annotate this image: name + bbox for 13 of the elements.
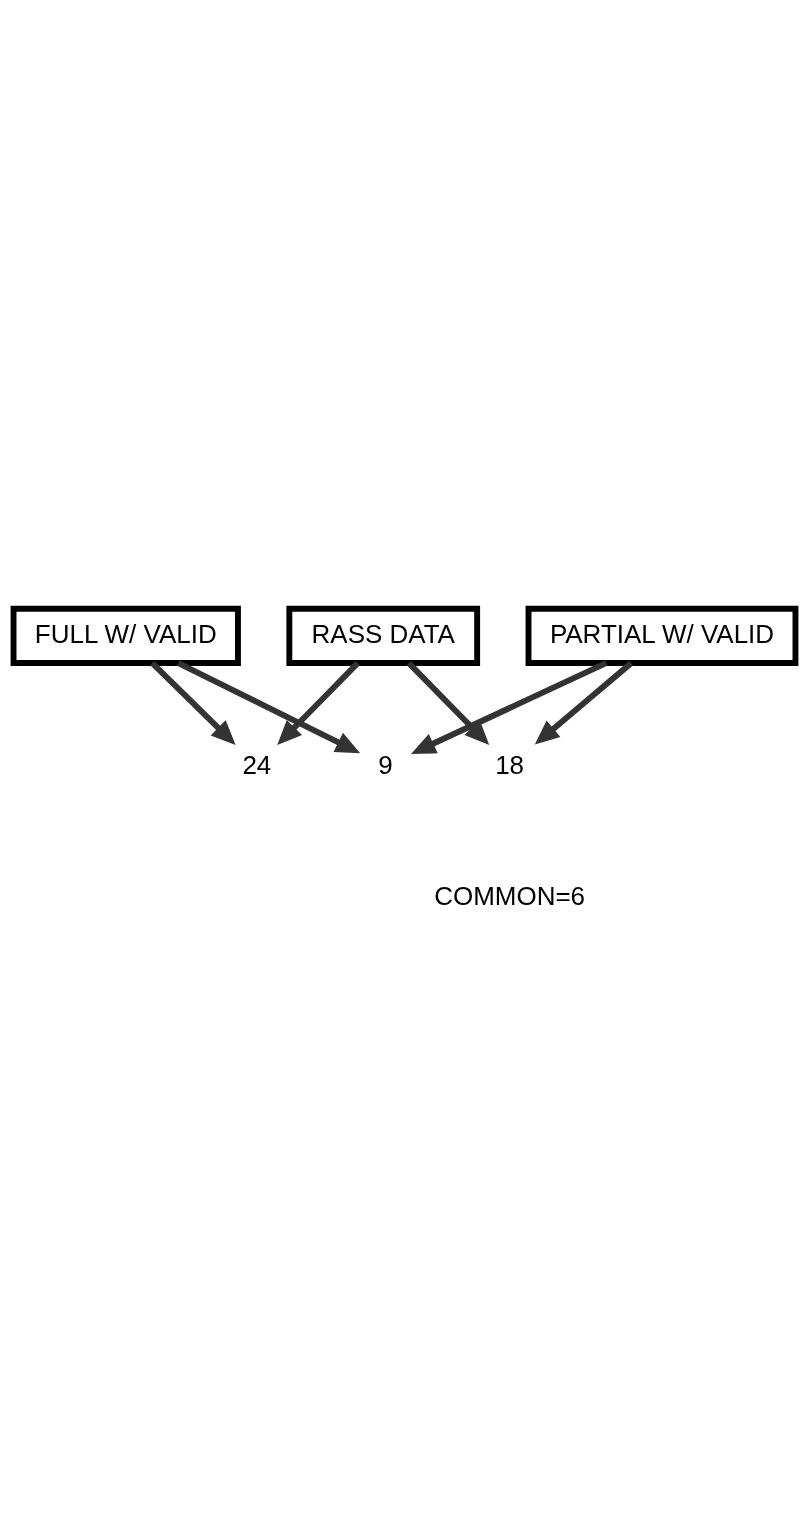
node-text: 9 (378, 749, 393, 780)
label: COMMON=6 (434, 880, 586, 911)
arrow (150, 660, 236, 745)
node-box: RASS DATA (286, 605, 481, 666)
arrow (277, 660, 360, 745)
node-box: FULL W/ VALID (10, 605, 241, 666)
node-box: PARTIAL W/ VALID (525, 605, 799, 666)
arrow (534, 660, 634, 745)
arrow (177, 659, 361, 753)
node-text: 18 (495, 749, 525, 780)
arrow (406, 660, 490, 745)
node-text: 24 (242, 749, 272, 780)
arrow (411, 659, 608, 754)
